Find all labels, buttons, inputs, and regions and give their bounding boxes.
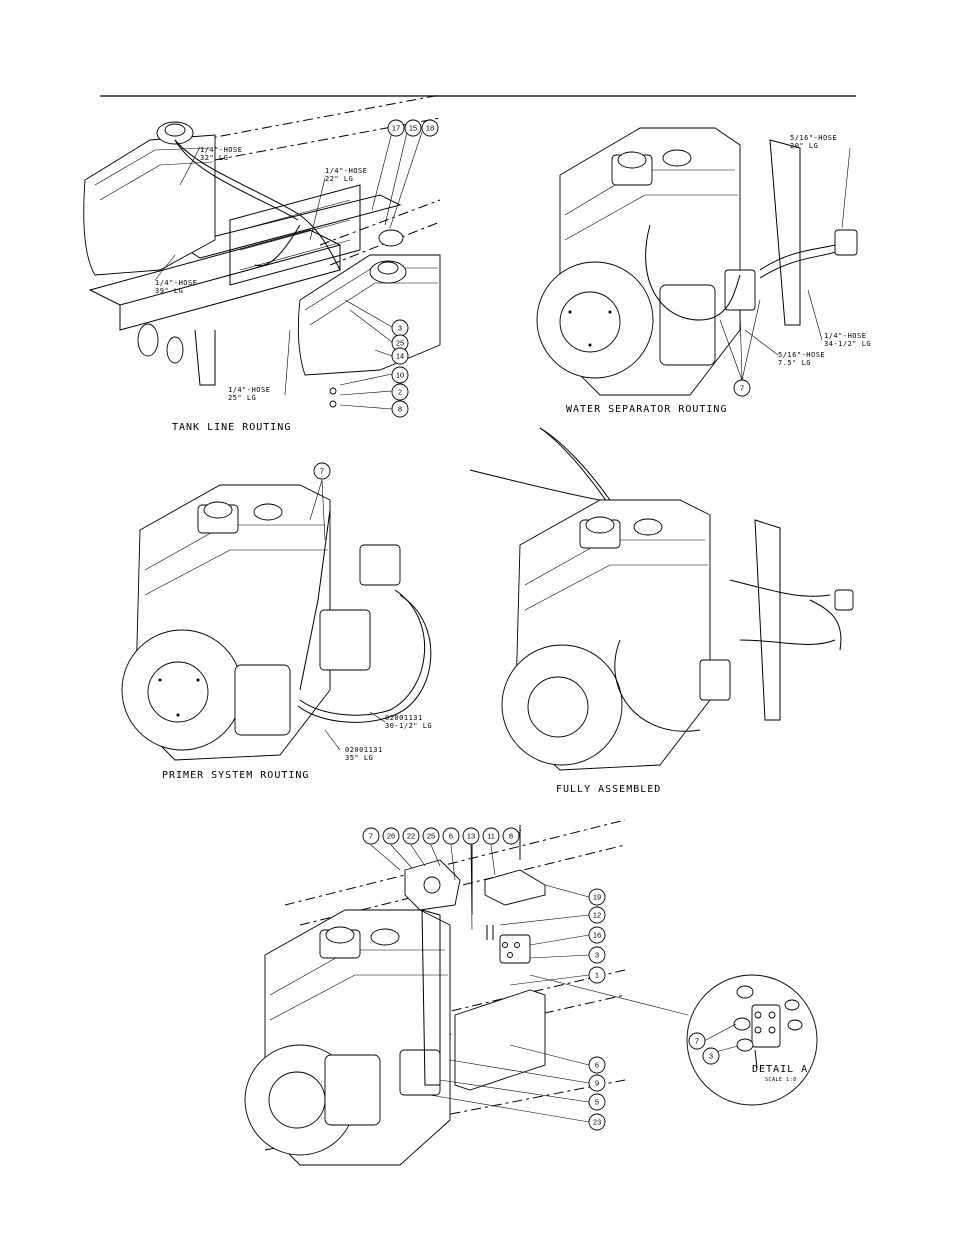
svg-text:25: 25	[396, 339, 404, 348]
tank-callout-8: 8	[391, 400, 409, 418]
svg-text:6: 6	[595, 1061, 599, 1070]
detail-a-scale: SCALE 1:8	[765, 1077, 797, 1083]
svg-text:8: 8	[398, 405, 402, 414]
detail-a-title: DETAIL A	[752, 1064, 808, 1075]
primer-bulb-bracket	[359, 544, 401, 586]
primer-callout-7: 7	[313, 462, 331, 480]
svg-text:6: 6	[449, 832, 453, 841]
tank-callout-14: 14	[391, 347, 409, 365]
tank-callout-15: 15	[404, 119, 422, 137]
exploded-callout-7: 7	[362, 827, 380, 845]
fully-assembled-view: FULLY ASSEMBLED	[469, 427, 854, 795]
svg-text:2: 2	[398, 388, 402, 397]
svg-text:26: 26	[387, 832, 395, 841]
primer-caption: PRIMER SYSTEM ROUTING	[162, 770, 309, 781]
svg-text:14: 14	[396, 352, 404, 361]
water-caption: WATER SEPARATOR ROUTING	[566, 404, 727, 415]
svg-text:7: 7	[320, 467, 324, 476]
exploded-callout-23: 23	[588, 1113, 606, 1131]
right-fuel-tank	[297, 254, 441, 376]
tank-callout-25: 25	[391, 334, 409, 352]
exploded-callout-26: 26	[382, 827, 400, 845]
svg-text:18: 18	[426, 124, 434, 133]
svg-text:25: 25	[427, 832, 435, 841]
exploded-callout-1: 1	[588, 966, 606, 984]
svg-text:12: 12	[593, 911, 601, 920]
mount-bracket-lower	[454, 989, 546, 1091]
exploded-callout-5: 5	[588, 1093, 606, 1111]
svg-text:7: 7	[740, 384, 744, 393]
svg-text:23: 23	[593, 1118, 601, 1127]
tank-hose-1	[174, 139, 341, 271]
svg-text:5: 5	[595, 1098, 599, 1107]
svg-text:7: 7	[369, 832, 373, 841]
svg-text:8: 8	[509, 832, 513, 841]
tank-callout-17: 17	[387, 119, 405, 137]
exploded-mount-view: 7 26 22 25 6 13 11 8 19 12 16 3 1 6 9 5 …	[244, 819, 689, 1166]
exploded-callout-11: 11	[482, 827, 500, 845]
exploded-callout-16: 16	[588, 926, 606, 944]
primer-hose-1	[299, 589, 426, 716]
exploded-callout-6-top: 6	[442, 827, 460, 845]
exploded-callout-3: 3	[588, 946, 606, 964]
svg-text:13: 13	[467, 832, 475, 841]
exploded-callout-19: 19	[588, 888, 606, 906]
exploded-callout-8: 8	[502, 827, 520, 845]
full-caption: FULLY ASSEMBLED	[556, 784, 661, 795]
svg-text:3: 3	[709, 1052, 713, 1061]
fuel-manifold	[499, 934, 531, 964]
svg-text:22: 22	[407, 832, 415, 841]
exploded-callout-12: 12	[588, 906, 606, 924]
tank-callout-3: 3	[391, 319, 409, 337]
svg-text:17: 17	[392, 124, 400, 133]
tank-callout-2: 2	[391, 383, 409, 401]
exploded-callout-22: 22	[402, 827, 420, 845]
svg-text:19: 19	[593, 893, 601, 902]
svg-text:3: 3	[595, 951, 599, 960]
svg-text:11: 11	[487, 832, 495, 841]
filter-exploded	[399, 1049, 441, 1096]
left-fuel-tank	[83, 134, 216, 276]
tank-caption: TANK LINE ROUTING	[172, 422, 291, 433]
tank-callout-18: 18	[421, 119, 439, 137]
detail-manifold	[751, 1004, 781, 1048]
detail-callout-3: 3	[702, 1047, 720, 1065]
svg-text:9: 9	[595, 1079, 599, 1088]
svg-text:15: 15	[409, 124, 417, 133]
svg-text:16: 16	[593, 931, 601, 940]
mount-plate	[484, 869, 546, 906]
water-hose-loop	[645, 224, 741, 321]
tank-callout-10: 10	[391, 366, 409, 384]
exploded-callout-6-right: 6	[588, 1056, 606, 1074]
detail-callout-7: 7	[688, 1032, 706, 1050]
exploded-callout-9: 9	[588, 1074, 606, 1092]
exploded-callout-25: 25	[422, 827, 440, 845]
svg-text:3: 3	[398, 324, 402, 333]
svg-text:10: 10	[396, 371, 404, 380]
exploded-callout-13: 13	[462, 827, 480, 845]
detail-a-view: 7 3 DETAIL A SCALE 1:8	[686, 974, 818, 1106]
svg-text:1: 1	[595, 971, 599, 980]
water-callout-7: 7	[733, 379, 751, 397]
svg-text:7: 7	[695, 1037, 699, 1046]
